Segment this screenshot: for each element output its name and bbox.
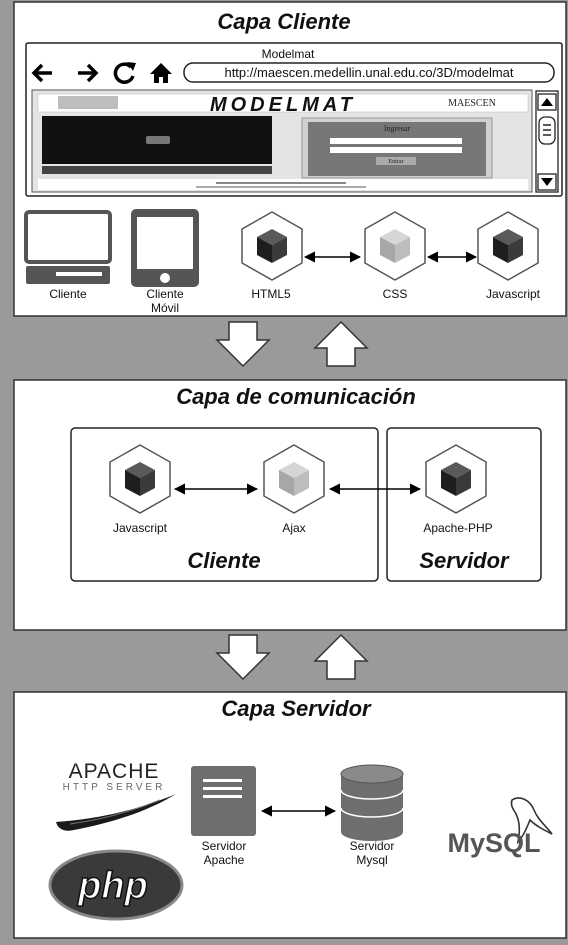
php-logo: php xyxy=(48,849,184,921)
apache-logo: APACHE HTTP SERVER xyxy=(56,760,176,831)
device-label-cliente: Cliente xyxy=(49,287,87,301)
server-mysql-label-2: Mysql xyxy=(356,853,387,867)
address-bar-url: http://maescen.medellin.unal.edu.co/3D/m… xyxy=(224,65,513,80)
reload-icon[interactable] xyxy=(113,62,136,84)
up-arrow-icon-2 xyxy=(314,634,368,680)
server-mysql-label-1: Servidor xyxy=(350,839,395,853)
login-title: Ingresar xyxy=(384,124,411,133)
client-box-label: Cliente xyxy=(187,548,260,573)
arrow-right-icon[interactable] xyxy=(78,63,99,83)
desktop-computer-icon xyxy=(24,210,112,284)
mysql-database-icon xyxy=(340,764,404,841)
mobile-phone-icon xyxy=(131,209,199,287)
home-icon[interactable] xyxy=(150,63,172,83)
university-logo xyxy=(58,96,118,109)
mysql-logo: MySQL xyxy=(447,797,553,858)
arrow-left-icon[interactable] xyxy=(31,63,52,83)
server-apache-label-2: Apache xyxy=(204,853,245,867)
tech-label-css: CSS xyxy=(383,287,408,301)
comm-label-ajax: Ajax xyxy=(282,521,305,535)
login-user-input[interactable] xyxy=(330,138,462,144)
php-logo-text: php xyxy=(77,865,148,907)
client-layer-title: Capa Cliente xyxy=(217,9,350,34)
server-box-label: Servidor xyxy=(419,548,510,573)
mysql-logo-text: MySQL xyxy=(447,828,540,858)
browser-window: Modelmat http://maescen.medellin.unal.ed… xyxy=(25,42,563,197)
up-arrow-icon xyxy=(314,321,368,367)
device-label-movil-2: Móvil xyxy=(151,301,179,315)
site-logo-text: MODELMAT xyxy=(210,94,356,116)
mysql-dolphin-icon xyxy=(510,797,553,845)
video-caption-bar xyxy=(42,166,272,174)
apache-logo-subtext: HTTP SERVER xyxy=(63,782,166,793)
down-arrow-icon-2 xyxy=(216,634,270,680)
play-button-icon[interactable] xyxy=(146,136,170,144)
comm-label-apache-php: Apache-PHP xyxy=(423,521,492,535)
scroll-up-icon[interactable] xyxy=(537,93,557,111)
tech-label-html5: HTML5 xyxy=(251,287,291,301)
site-org-text: MAESCEN xyxy=(448,98,496,109)
apache-logo-text: APACHE xyxy=(69,760,160,783)
scroll-down-icon[interactable] xyxy=(537,173,557,191)
webpage-header xyxy=(37,93,529,113)
webpage-footer xyxy=(38,179,528,190)
login-password-input[interactable] xyxy=(330,147,462,153)
communication-layer-title: Capa de comunicación xyxy=(176,384,416,409)
apache-server-icon xyxy=(191,766,256,836)
device-label-movil-1: Cliente xyxy=(146,287,184,301)
down-arrow-icon xyxy=(216,321,270,367)
server-apache-label-1: Servidor xyxy=(202,839,247,853)
tech-label-javascript: Javascript xyxy=(486,287,541,301)
login-button[interactable] xyxy=(376,157,416,165)
scroll-thumb[interactable] xyxy=(538,116,556,145)
comm-label-javascript: Javascript xyxy=(113,521,168,535)
login-button-label: Entrar xyxy=(389,159,404,165)
browser-tab-title: Modelmat xyxy=(262,47,315,61)
address-bar[interactable] xyxy=(183,62,555,83)
server-layer-title: Capa Servidor xyxy=(221,696,372,721)
